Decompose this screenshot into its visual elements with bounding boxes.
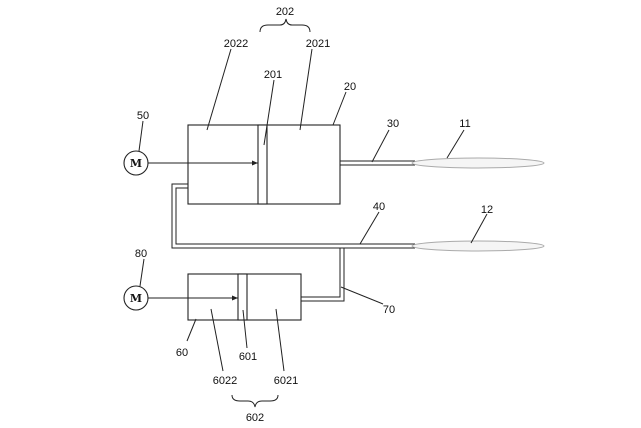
lower-brace [231,394,279,408]
leader-60 [186,318,197,342]
leader-50 [138,120,144,152]
lower-piston [237,273,248,321]
label-lower-tube: 40 [373,201,385,213]
upper-balloon [411,157,545,169]
connecting-pipe-inner [175,187,415,245]
label-lower-piston: 601 [239,351,257,363]
leader-30 [371,129,390,163]
leader-201 [263,79,275,146]
lower-balloon [411,240,545,252]
leader-6022 [210,308,224,372]
connecting-pipe-outer [171,183,415,249]
upper-piston [257,124,268,205]
label-lower-cylinder: 60 [176,347,188,359]
label-upper-piston: 201 [264,69,282,81]
leader-70 [340,286,384,305]
label-lower-balloon: 12 [481,204,493,216]
upper-shaft-arrowhead [252,160,258,166]
lower-outlet-pipe-outer [301,248,341,298]
label-lower-group: 602 [246,412,264,424]
leader-20 [332,91,347,126]
label-upper-group: 202 [276,6,294,18]
lower-motor-symbol: M [130,292,142,305]
leader-80 [139,258,145,287]
leader-2022 [206,48,232,131]
label-upper-left-chamber: 2022 [224,38,248,50]
label-upper-motor: 50 [137,110,149,122]
label-upper-cylinder: 20 [344,81,356,93]
label-lower-motor: 80 [135,248,147,260]
leader-11 [446,129,465,159]
label-lower-outlet: 70 [383,304,395,316]
upper-brace [259,18,311,33]
leader-601 [242,309,248,349]
label-lower-right-chamber: 6021 [274,375,298,387]
label-upper-right-chamber: 2021 [306,38,330,50]
label-lower-left-chamber: 6022 [213,375,237,387]
lower-outlet-pipe-inner [301,248,345,302]
leader-40 [359,211,380,245]
lower-shaft-arrowhead [232,295,238,301]
leader-6021 [275,308,285,372]
upper-motor-symbol: M [130,157,142,170]
leader-2021 [299,48,313,131]
label-upper-balloon: 11 [459,118,470,130]
leader-12 [470,213,488,244]
label-upper-tube: 30 [387,118,399,130]
